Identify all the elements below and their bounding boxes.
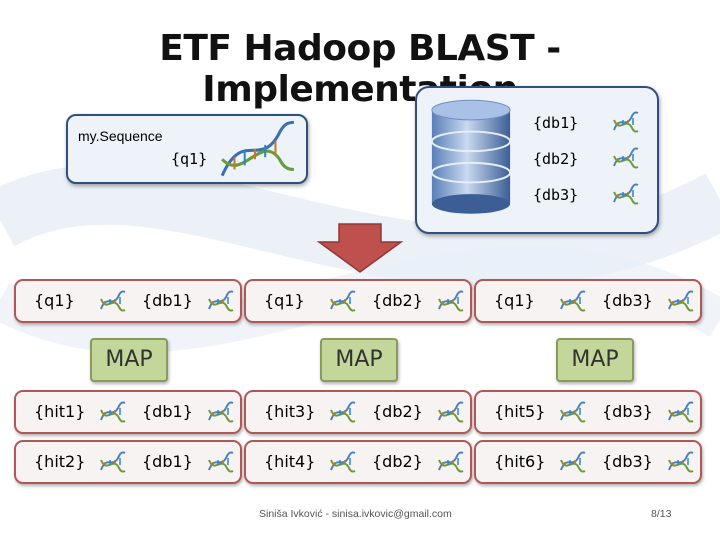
dna-helix-icon	[328, 289, 358, 313]
map-output-hit: {hit1}	[34, 402, 86, 421]
db-item-3: {db3}	[533, 186, 579, 204]
dna-helix-icon	[611, 182, 641, 206]
map-output-pair-1-1: {hit1} {db1}	[14, 390, 242, 434]
dna-helix-icon	[611, 110, 641, 134]
map-task-1: MAP	[90, 338, 168, 382]
database-panel: {db1} {db2} {db3}	[415, 86, 659, 234]
db-item-2: {db2}	[533, 150, 579, 168]
map-input-pair-1: {q1} {db1}	[14, 279, 242, 323]
sequence-panel: my.Sequence {q1}	[66, 114, 308, 184]
dna-helix-icon	[98, 450, 128, 474]
map-output-hit: {hit2}	[34, 452, 86, 471]
database-cylinder-icon	[430, 99, 512, 214]
map-output-db: {db1}	[142, 452, 193, 471]
dna-helix-icon	[206, 400, 236, 424]
map-input-pair-3: {q1} {db3}	[474, 279, 702, 323]
dna-helix-icon	[611, 146, 641, 170]
dna-helix-icon	[666, 289, 696, 313]
dna-helix-icon	[98, 289, 128, 313]
dna-helix-icon	[436, 450, 466, 474]
map-output-pair-3-1: {hit5} {db3}	[474, 390, 702, 434]
footer-author: Siniša Ivković - sinisa.ivkovic@gmail.co…	[259, 508, 452, 520]
dna-helix-icon	[436, 289, 466, 313]
map-output-hit: {hit3}	[264, 402, 316, 421]
map-input-query: {q1}	[494, 291, 535, 310]
map-input-db: {db2}	[372, 291, 423, 310]
sequence-label: my.Sequence	[78, 128, 163, 144]
map-output-hit: {hit4}	[264, 452, 316, 471]
page-title: ETF Hadoop BLAST - Implementation	[159, 28, 561, 110]
dna-helix-icon	[666, 400, 696, 424]
map-output-hit: {hit6}	[494, 452, 546, 471]
map-input-query: {q1}	[34, 291, 75, 310]
dna-helix-icon	[206, 289, 236, 313]
dna-helix-icon	[98, 400, 128, 424]
down-arrow-icon	[317, 223, 403, 273]
map-output-db: {db2}	[372, 452, 423, 471]
map-output-db: {db3}	[602, 402, 653, 421]
dna-helix-icon	[666, 450, 696, 474]
map-output-pair-2-1: {hit3} {db2}	[244, 390, 472, 434]
dna-helix-icon	[558, 289, 588, 313]
map-input-db: {db3}	[602, 291, 653, 310]
dna-helix-icon	[328, 400, 358, 424]
sequence-query: {q1}	[171, 150, 208, 168]
map-task-2: MAP	[320, 338, 398, 382]
dna-helix-icon	[206, 450, 236, 474]
dna-helix-icon	[436, 400, 466, 424]
map-task-3: MAP	[556, 338, 634, 382]
map-output-db: {db3}	[602, 452, 653, 471]
map-input-query: {q1}	[264, 291, 305, 310]
map-input-db: {db1}	[142, 291, 193, 310]
map-output-pair-2-2: {hit4} {db2}	[244, 440, 472, 484]
map-output-db: {db1}	[142, 402, 193, 421]
page-number: 8/13	[651, 508, 672, 520]
map-output-db: {db2}	[372, 402, 423, 421]
map-output-pair-3-2: {hit6} {db3}	[474, 440, 702, 484]
dna-helix-icon	[220, 120, 294, 177]
dna-helix-icon	[558, 400, 588, 424]
dna-helix-icon	[328, 450, 358, 474]
map-output-pair-1-2: {hit2} {db1}	[14, 440, 242, 484]
db-item-1: {db1}	[533, 114, 579, 132]
map-output-hit: {hit5}	[494, 402, 546, 421]
map-input-pair-2: {q1} {db2}	[244, 279, 472, 323]
dna-helix-icon	[558, 450, 588, 474]
